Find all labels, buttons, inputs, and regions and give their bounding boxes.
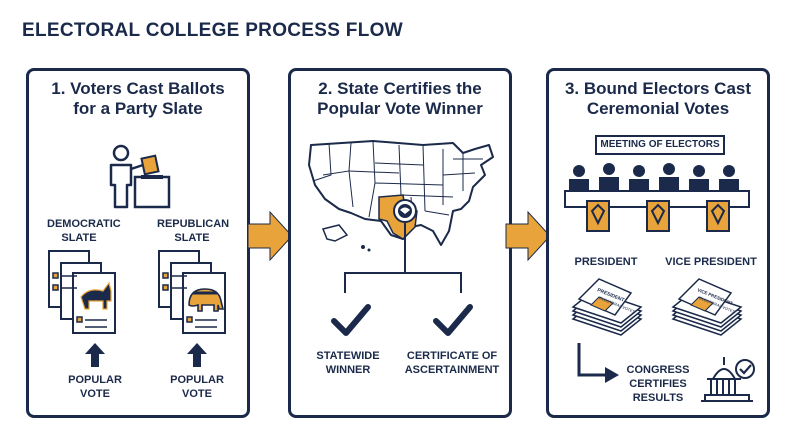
dem-slate-line1: DEMOCRATIC xyxy=(47,218,121,230)
democratic-slate-label: DEMOCRATIC SLATE xyxy=(47,217,121,245)
statewide-winner-label: STATEWIDE WINNER xyxy=(305,349,391,377)
branch-connector xyxy=(344,259,462,293)
page-title: ELECTORAL COLLEGE PROCESS FLOW xyxy=(22,20,403,41)
rep-vote-line2: VOTE xyxy=(182,388,212,400)
step-1-panel: 1. Voters Cast Ballots for a Party Slate… xyxy=(26,68,250,418)
certificate-line1: CERTIFICATE OF xyxy=(406,350,498,362)
step-1-title-line1: 1. Voters Cast Ballots xyxy=(51,79,225,98)
up-arrow-icon xyxy=(187,343,207,367)
step-3-title: 3. Bound Electors Cast Ceremonial Votes xyxy=(553,79,763,119)
president-label: PRESIDENT xyxy=(574,256,638,268)
dem-vote-line2: VOTE xyxy=(80,388,110,400)
ballot-box-icon xyxy=(133,154,171,209)
rep-slate-line2: SLATE xyxy=(174,232,210,244)
ballot-stack-icon: VICE PRESIDENT ELECTORAL VOTES xyxy=(671,278,743,336)
flow-arrow-icon xyxy=(247,210,293,262)
rep-vote-line1: POPULAR xyxy=(170,374,224,386)
ballot-stack-icon: PRESIDENT ELECTORAL VOTES xyxy=(571,278,643,336)
congress-line2: CERTIFIES xyxy=(629,378,687,390)
republican-ballot-stack xyxy=(158,250,226,334)
step-2-title-line2: Popular Vote Winner xyxy=(317,99,483,118)
republican-slate-label: REPUBLICAN SLATE xyxy=(157,217,230,245)
donkey-icon xyxy=(80,281,112,310)
certificate-line2: ASCERTAINMENT xyxy=(404,364,500,376)
republican-popular-vote-label: POPULAR VOTE xyxy=(161,373,233,401)
flow-arrow-icon xyxy=(505,210,551,262)
step-2-title: 2. State Certifies the Popular Vote Winn… xyxy=(295,79,505,119)
step-3-title-line2: Ceremonial Votes xyxy=(586,99,730,118)
step-3-panel: 3. Bound Electors Cast Ceremonial Votes … xyxy=(546,68,770,418)
checkmark-icon xyxy=(739,364,752,375)
us-map-icon xyxy=(308,140,494,259)
dem-slate-line2: SLATE xyxy=(61,232,97,244)
capitol-icon xyxy=(701,357,755,402)
electors-icon xyxy=(564,163,750,232)
results-flow-arrow xyxy=(577,343,619,383)
meeting-of-electors-banner: MEETING OF ELECTORS xyxy=(595,135,725,155)
step-1-title: 1. Voters Cast Ballots for a Party Slate xyxy=(33,79,243,119)
democratic-popular-vote-label: POPULAR VOTE xyxy=(59,373,131,401)
state-seal-icon xyxy=(393,199,417,223)
checkmark-icon xyxy=(433,304,473,336)
congress-line3: RESULTS xyxy=(632,392,684,404)
up-arrow-icon xyxy=(85,343,105,367)
dem-vote-line1: POPULAR xyxy=(68,374,122,386)
statewide-winner-line2: WINNER xyxy=(325,364,371,376)
vice-president-label: VICE PRESIDENT xyxy=(665,256,757,268)
rep-slate-line1: REPUBLICAN xyxy=(157,218,230,230)
certificate-of-ascertainment-label: CERTIFICATE OF ASCERTAINMENT xyxy=(397,349,507,377)
checkmark-icon xyxy=(331,304,371,336)
elephant-icon xyxy=(188,288,225,312)
step-2-title-line1: 2. State Certifies the xyxy=(318,79,482,98)
voter-icon xyxy=(109,144,171,209)
step-3-title-line1: 3. Bound Electors Cast xyxy=(564,79,752,98)
step-1-title-line2: for a Party Slate xyxy=(73,99,203,118)
congress-certifies-label: CONGRESS CERTIFIES RESULTS xyxy=(623,363,693,405)
democratic-ballot-stack xyxy=(48,250,116,334)
statewide-winner-line1: STATEWIDE xyxy=(316,350,380,362)
step-2-panel: 2. State Certifies the Popular Vote Winn… xyxy=(288,68,512,418)
congress-line1: CONGRESS xyxy=(626,364,690,376)
